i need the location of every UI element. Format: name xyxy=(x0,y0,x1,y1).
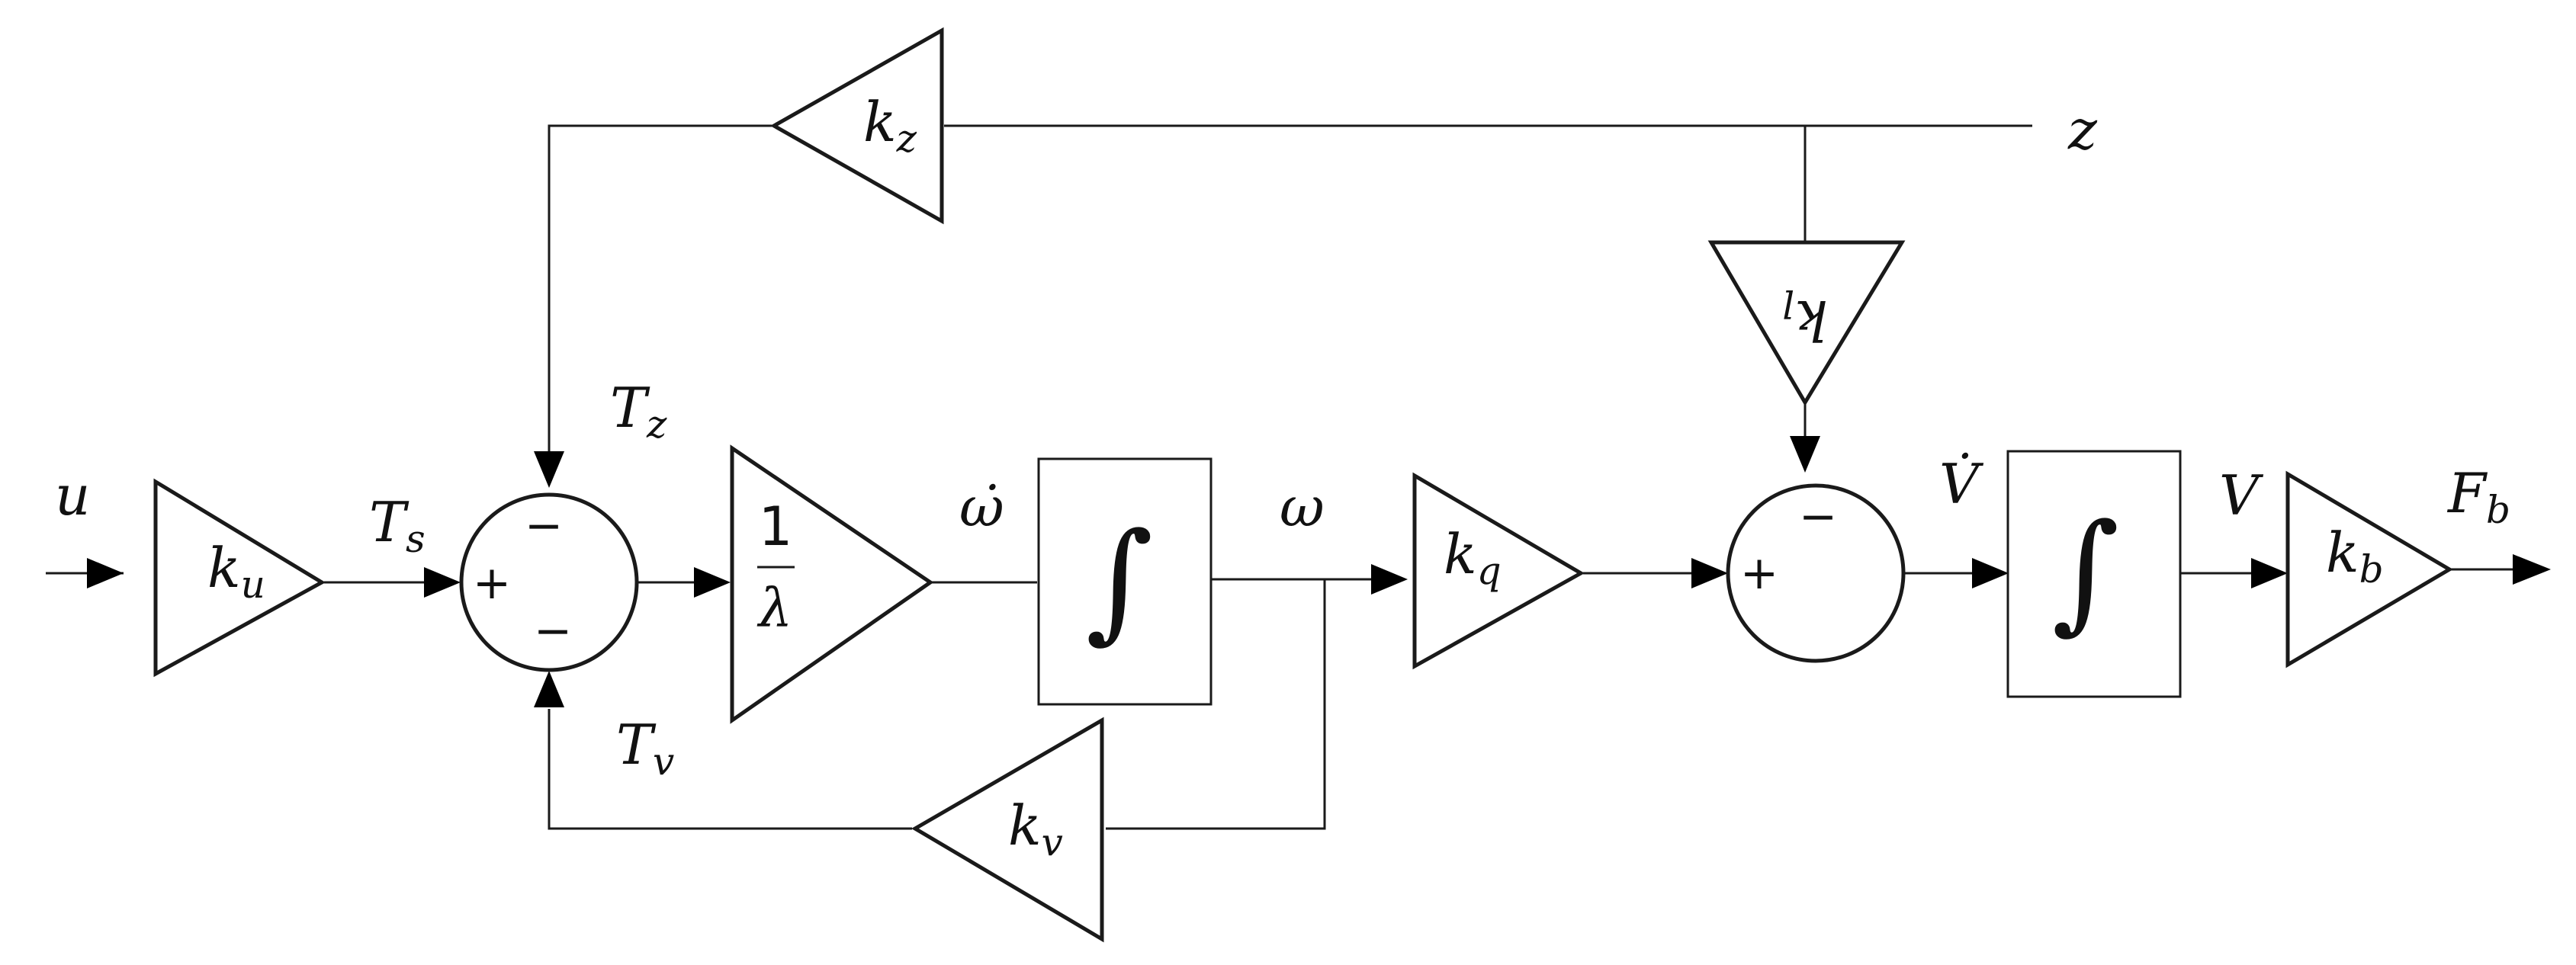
gain-kz: kz xyxy=(769,27,944,225)
label-z: z xyxy=(2067,98,2098,162)
gain-kv-label: kv xyxy=(1008,793,1063,864)
gain-kb-triangle xyxy=(2285,470,2453,668)
label-tv: Tv xyxy=(616,713,674,784)
label-u: u xyxy=(55,463,90,527)
integrator-2-symbol: ∫ xyxy=(2052,496,2120,647)
integrator-1-box xyxy=(1037,457,1213,706)
arrowhead-omega xyxy=(1371,564,1408,595)
gain-kl: kl xyxy=(1707,240,1906,406)
label-v: V xyxy=(2219,463,2264,527)
label-ts: Ts xyxy=(369,490,426,561)
wire-tv-feedback xyxy=(548,709,912,830)
label-v-dot: V̇ xyxy=(1939,451,1984,516)
arrowhead-ts xyxy=(424,567,461,598)
gain-ku-label: ku xyxy=(207,536,265,607)
summing-junction-2-circle xyxy=(1726,483,1906,663)
arrowhead-output-fb xyxy=(2513,554,2551,585)
gain-kq-triangle xyxy=(1412,472,1585,670)
arrowhead-sum2-out xyxy=(1972,558,2009,588)
gain-kz-triangle xyxy=(769,27,944,225)
arrowhead-kq-out xyxy=(1691,558,1728,588)
arrowheads xyxy=(87,436,2551,707)
gain-kv-triangle xyxy=(911,717,1104,943)
gain-lambda-denominator: λ xyxy=(756,577,792,640)
summing-junction-2-minus-top: − xyxy=(1799,490,1837,543)
signal-labels: u Ts Tz Tv ω̇ ω V̇ V z Fb xyxy=(55,98,2510,784)
gain-kq-label: kq xyxy=(1444,522,1502,593)
label-omega-dot: ω̇ xyxy=(959,475,1004,539)
arrowhead-tz xyxy=(534,451,564,488)
gain-lambda-numerator: 1 xyxy=(759,495,793,558)
gain-kb: kb xyxy=(2285,470,2453,668)
gain-kl-triangle xyxy=(1707,240,1906,406)
label-fb: Fb xyxy=(2446,461,2510,532)
signal-wires xyxy=(46,124,2517,830)
arrowhead-kl-out xyxy=(1790,436,1820,473)
arrowhead-v xyxy=(2251,558,2288,588)
summing-junction-1-plus: + xyxy=(473,556,511,610)
arrowhead-tv xyxy=(534,671,564,707)
gain-lambda: 1 λ xyxy=(730,444,934,724)
integrator-1: ∫ xyxy=(1037,457,1213,706)
arrowhead-sum1-out xyxy=(694,567,731,598)
gain-ku: ku xyxy=(153,478,326,678)
integrator-2-box xyxy=(2006,450,2182,698)
gain-ku-triangle xyxy=(153,478,326,678)
integrator-1-symbol: ∫ xyxy=(1086,505,1154,656)
gain-kq: kq xyxy=(1412,472,1585,670)
label-omega: ω xyxy=(1280,475,1325,539)
gain-kv: kv xyxy=(911,717,1104,943)
label-tz: Tz xyxy=(610,376,667,447)
gain-lambda-triangle xyxy=(730,444,934,724)
gain-kb-label: kb xyxy=(2326,521,2384,592)
arrowhead-u xyxy=(87,558,124,588)
wire-kv-in xyxy=(1106,579,1326,830)
integrator-2: ∫ xyxy=(2006,450,2182,698)
summing-junction-1-minus-top: − xyxy=(525,499,563,553)
gain-kz-label: kz xyxy=(863,90,917,161)
summing-junction-2-plus: + xyxy=(1740,547,1778,600)
summing-junction-1-minus-bottom: − xyxy=(534,604,572,658)
gain-kl-label: kl xyxy=(1782,281,1828,352)
summing-junction-1: + − − xyxy=(459,492,639,672)
summing-junction-2: + − xyxy=(1726,483,1906,663)
wire-tz-feedback xyxy=(548,124,772,457)
summing-junction-1-circle xyxy=(459,492,639,672)
